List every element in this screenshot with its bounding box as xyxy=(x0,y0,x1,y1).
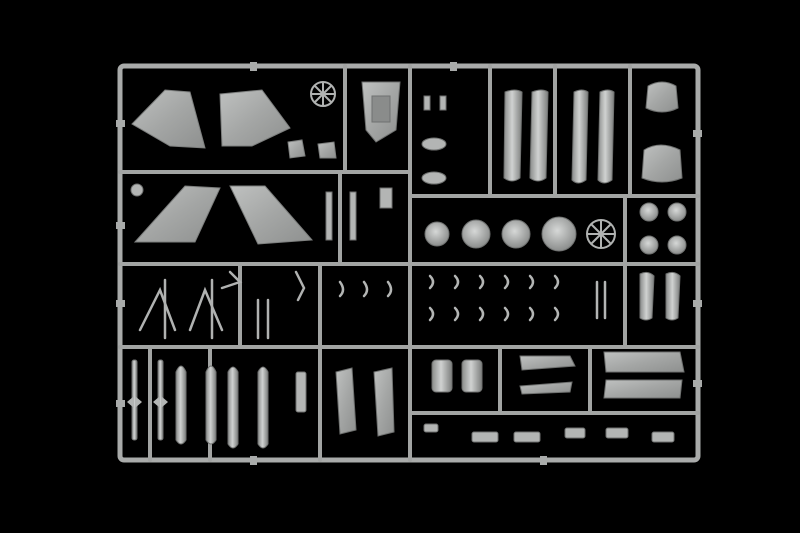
missile-fins xyxy=(127,396,168,408)
tail-fins xyxy=(131,89,337,245)
missiles xyxy=(131,359,269,449)
small-hook-parts xyxy=(338,274,607,322)
small-bottom-parts xyxy=(295,371,675,443)
spoked-wheel-top xyxy=(310,81,336,107)
sprue-runners xyxy=(118,64,700,462)
small-brackets xyxy=(130,95,447,241)
spoked-wheel-mid xyxy=(586,219,616,249)
canopy-parts xyxy=(641,81,683,183)
exhaust-parts xyxy=(519,351,685,399)
cockpit-tub xyxy=(361,81,401,143)
pylon-pods xyxy=(639,271,681,321)
intake-parts xyxy=(431,359,483,393)
small-wheels xyxy=(639,202,687,255)
landing-gear-parts xyxy=(138,270,306,340)
engine-discs xyxy=(424,216,577,252)
sprue-tabs xyxy=(116,62,702,465)
fuselage-halves xyxy=(503,89,615,184)
gear-doors xyxy=(335,367,395,437)
